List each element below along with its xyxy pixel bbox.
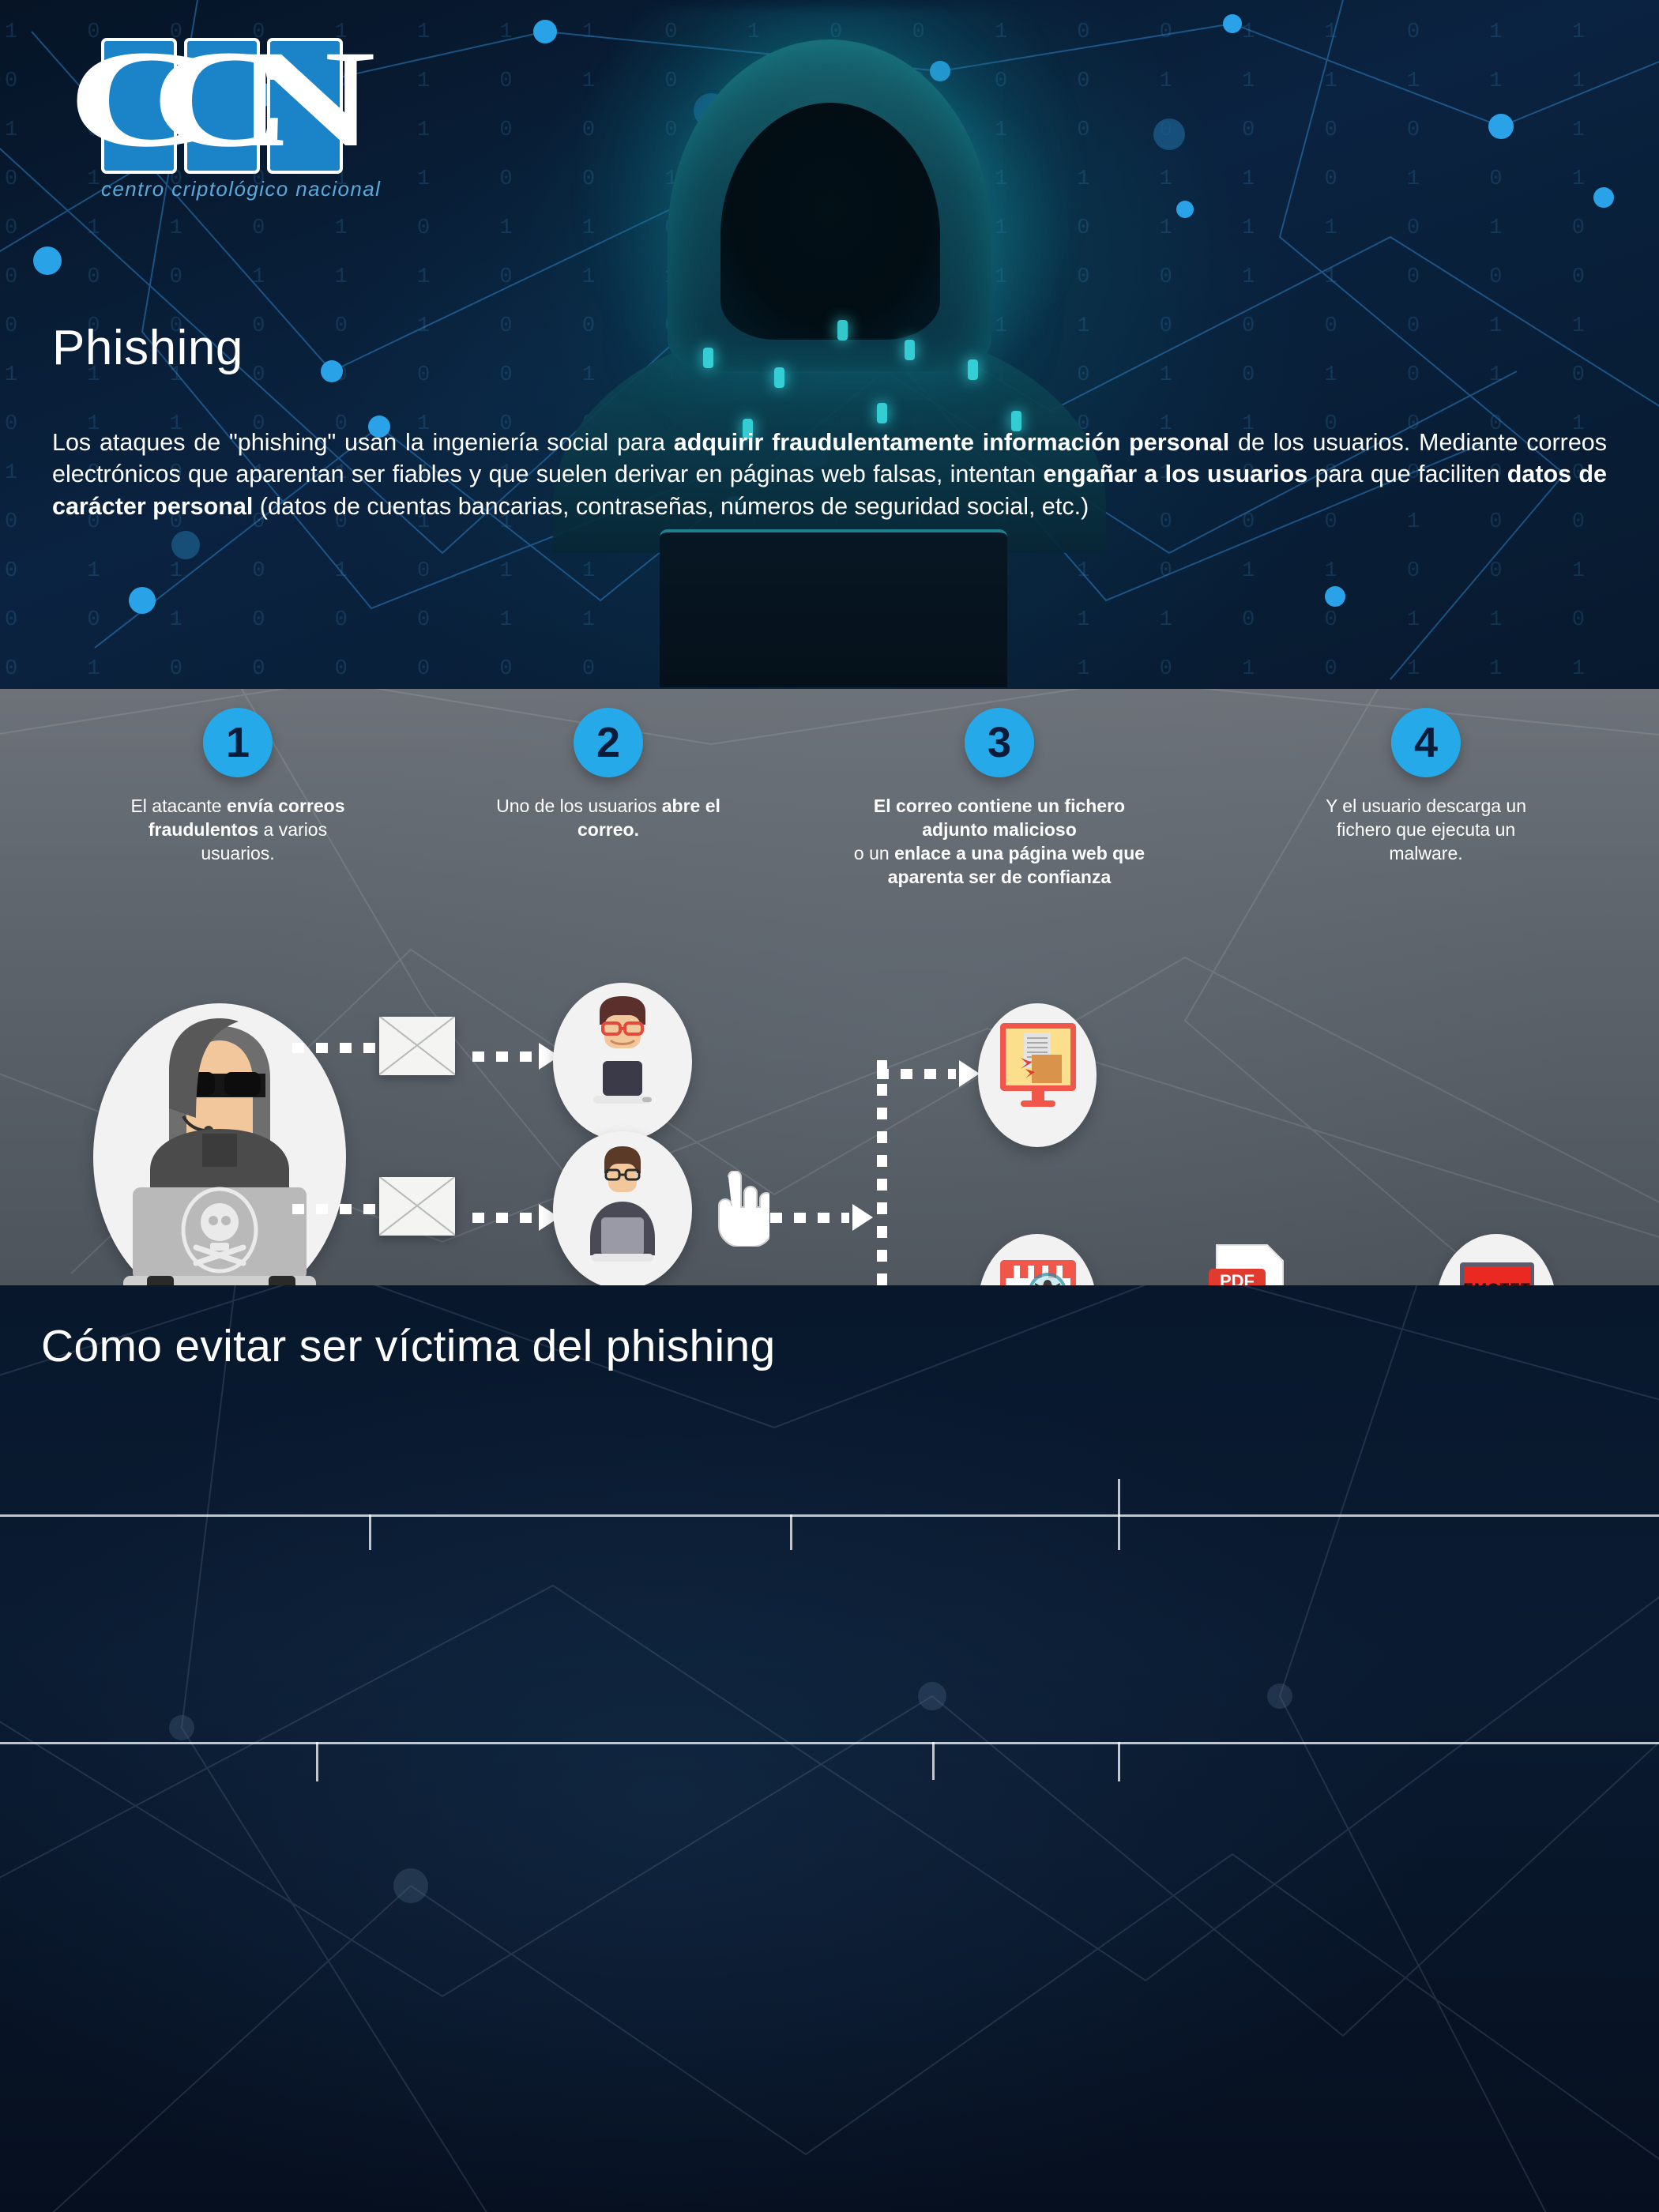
flow-arrow-to-victim-2b [472, 1204, 559, 1231]
step-number-badge: 2 [574, 708, 643, 777]
flow-arrow-to-doc-monitor [877, 1060, 980, 1087]
user-with-laptop-illustration [563, 1143, 682, 1277]
connector-6 [1118, 1742, 1120, 1781]
victim-avatar-1 [553, 983, 692, 1141]
connector-7 [932, 1742, 935, 1780]
logo-letter-n: N [267, 38, 343, 174]
connector-2 [790, 1514, 792, 1550]
malicious-document-monitor [978, 1003, 1097, 1147]
monitor-malicious-document-illustration [986, 1014, 1089, 1137]
email-envelope-2 [379, 1177, 455, 1236]
step-number-badge: 1 [203, 708, 273, 777]
ccn-logo: C C N centro criptológico nacional [101, 38, 381, 201]
step-description: Uno de los usuarios abre elcorreo. [411, 795, 806, 842]
pdf-label: PDF [1220, 1271, 1255, 1285]
connector-3 [1118, 1514, 1120, 1550]
prevention-tips-section: Cómo evitar ser víctima del phishing WWW [0, 1285, 1659, 2212]
step-number-badge: 3 [965, 708, 1034, 777]
step-column-2: 2 Uno de los usuarios abre elcorreo. [411, 708, 806, 842]
flow-branch-vertical [877, 1060, 887, 1285]
hero-section: 1 0 0 0 1 1 1 1 0 1 0 0 1 0 0 1 1 0 1 1 … [0, 0, 1659, 689]
attacker-illustration [101, 1015, 338, 1285]
attack-flow-section: 1 El atacante envía correosfraudulentos … [0, 689, 1659, 1285]
tips-section-title: Cómo evitar ser víctima del phishing [41, 1320, 776, 1372]
hand-cursor-icon [711, 1171, 769, 1256]
step-column-1: 1 El atacante envía correosfraudulentos … [28, 708, 447, 866]
step-column-3: 3 El correo contiene un ficheroadjunto m… [790, 708, 1209, 890]
connector-4 [1118, 1479, 1120, 1514]
monitor-fake-shop-bug-illustration [986, 1244, 1089, 1285]
step-number-badge: 4 [1391, 708, 1461, 777]
user-with-laptop-glasses-illustration [563, 995, 682, 1129]
step-description: El correo contiene un ficheroadjunto mal… [790, 795, 1209, 890]
flow-arrow-to-victim-1b [472, 1043, 559, 1070]
emotet-laptop-illustration: EMOTET [1443, 1247, 1550, 1285]
step-column-4: 4 Y el usuario descarga unfichero que ej… [1228, 708, 1623, 866]
hooded-hacker-illustration [506, 8, 1153, 679]
step-description: El atacante envía correosfraudulentos a … [28, 795, 447, 866]
network-lines-background-tips [0, 1285, 1659, 2212]
flow-arrow-victim2-to-branch [770, 1204, 873, 1231]
email-envelope-1 [379, 1017, 455, 1075]
hero-paragraph: Los ataques de "phishing" usan la ingeni… [52, 427, 1607, 522]
pdf-file-download: PDF [1207, 1242, 1294, 1285]
pdf-file-illustration: PDF [1207, 1242, 1294, 1285]
victim-avatar-2 [553, 1131, 692, 1285]
connector-5 [316, 1742, 318, 1781]
logo-subtitle: centro criptológico nacional [101, 177, 381, 201]
step-description: Y el usuario descarga unfichero que ejec… [1228, 795, 1623, 866]
divider-line-2 [0, 1742, 1659, 1744]
divider-line-1 [0, 1514, 1659, 1517]
page-title: Phishing [52, 320, 243, 376]
connector-1 [369, 1514, 371, 1550]
